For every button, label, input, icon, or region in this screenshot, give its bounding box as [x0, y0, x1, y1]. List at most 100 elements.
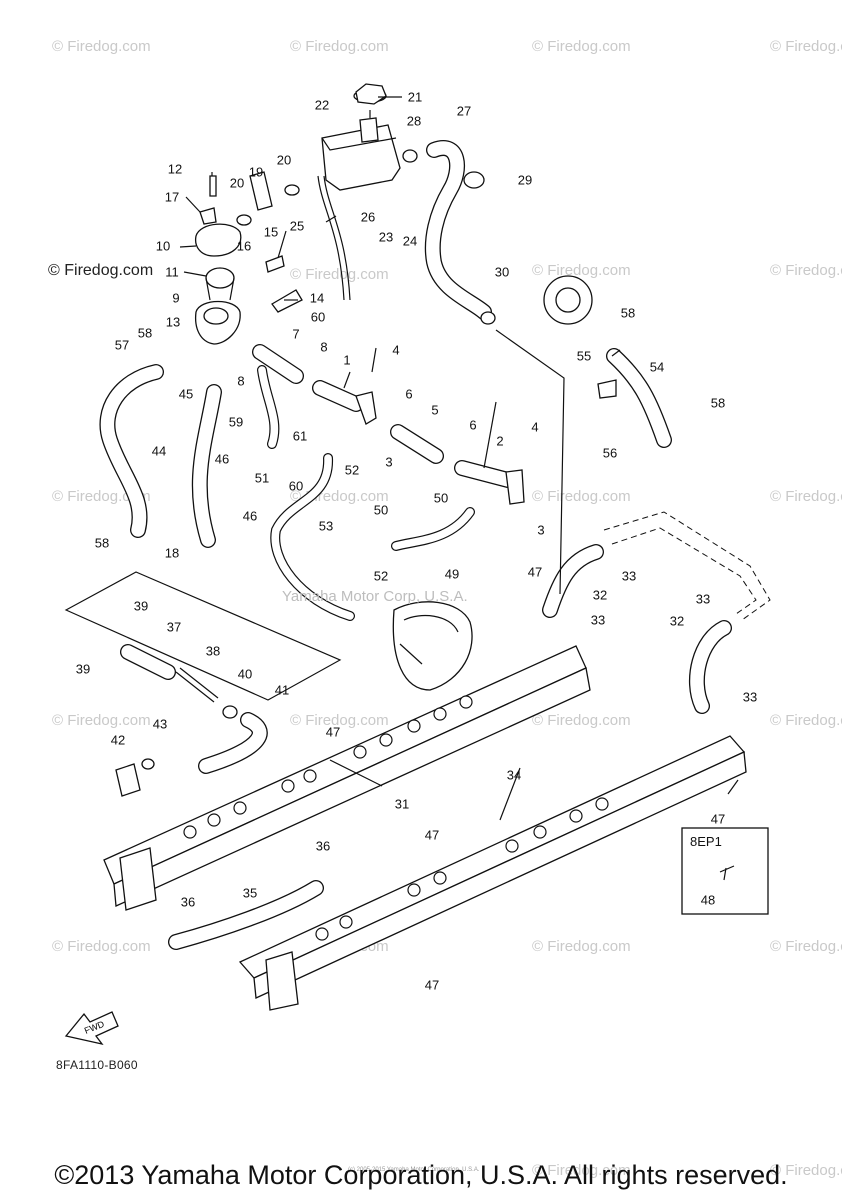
watermark: © Firedog.com	[770, 938, 842, 955]
inset-label-8ep1: 8EP1	[690, 834, 722, 849]
callout-11: 11	[165, 264, 179, 280]
callout-10: 10	[155, 238, 171, 254]
fwd-arrow-icon	[64, 1011, 119, 1046]
watermark: © Firedog.com	[770, 712, 842, 729]
watermark: © Firedog.com	[532, 488, 631, 505]
callout-2: 2	[496, 433, 504, 449]
callout-16: 16	[236, 238, 252, 254]
callout-18: 18	[164, 545, 180, 561]
leader-lines	[179, 96, 739, 821]
callout-54: 54	[649, 359, 665, 375]
watermark: © Firedog.com	[290, 266, 389, 283]
callout-34: 34	[506, 767, 522, 783]
callout-57: 57	[114, 337, 130, 353]
tiny-credit: (c) 2005-2015 Yamaha Motor Corporation, …	[348, 1167, 480, 1173]
callout-48: 48	[700, 892, 716, 908]
clamp-43	[141, 758, 155, 770]
callout-40: 40	[237, 666, 253, 682]
callout-3: 3	[537, 522, 545, 538]
callout-13: 13	[165, 314, 181, 330]
bracket-55	[597, 379, 617, 399]
callout-19: 19	[248, 164, 264, 180]
watermark: © Firedog.com	[52, 938, 151, 955]
callout-33: 33	[621, 568, 637, 584]
hose-42	[115, 763, 141, 797]
callout-33: 33	[590, 612, 606, 628]
callout-5: 5	[431, 402, 439, 418]
bolt-12	[209, 175, 217, 197]
callout-52: 52	[373, 568, 389, 584]
callout-36: 36	[315, 838, 331, 854]
callout-31: 31	[394, 796, 410, 812]
watermark: © Firedog.com	[52, 38, 151, 55]
callout-15: 15	[263, 224, 279, 240]
clamp-20b	[284, 184, 300, 196]
callout-59: 59	[228, 414, 244, 430]
callout-3: 3	[385, 454, 393, 470]
clamp-30	[480, 311, 496, 325]
callout-60: 60	[310, 309, 326, 325]
watermark: © Firedog.com	[532, 1162, 631, 1179]
callout-43: 43	[152, 716, 168, 732]
callout-51: 51	[254, 470, 270, 486]
fitting-15	[265, 255, 285, 273]
callout-58: 58	[710, 395, 726, 411]
callout-6: 6	[469, 417, 477, 433]
callout-24: 24	[402, 233, 418, 249]
heat-exchanger-34	[238, 735, 747, 1011]
copyright-footer: ©2013 Yamaha Motor Corporation, U.S.A. A…	[54, 1160, 788, 1190]
callout-6: 6	[405, 386, 413, 402]
pipe-19	[249, 171, 273, 211]
inset-frame-left	[64, 571, 342, 701]
callout-60: 60	[288, 478, 304, 494]
callout-20: 20	[229, 175, 245, 191]
callout-46: 46	[242, 508, 258, 524]
callout-58: 58	[620, 305, 636, 321]
callout-47: 47	[424, 827, 440, 843]
callout-58: 58	[137, 325, 153, 341]
callout-47: 47	[527, 564, 543, 580]
watermark: © Firedog.com	[290, 38, 389, 55]
callout-32: 32	[592, 587, 608, 603]
watermark: © Firedog.com	[532, 262, 631, 279]
callout-42: 42	[110, 732, 126, 748]
watermark: © Firedog.com	[52, 712, 151, 729]
callout-44: 44	[151, 443, 167, 459]
callout-47: 47	[424, 977, 440, 993]
watermark-highlight: © Firedog.com	[48, 262, 154, 279]
callout-4: 4	[392, 342, 400, 358]
water-pump	[392, 601, 473, 691]
callout-4: 4	[531, 419, 539, 435]
callout-29: 29	[517, 172, 533, 188]
callout-1: 1	[343, 352, 351, 368]
callout-58: 58	[94, 535, 110, 551]
callout-20: 20	[276, 152, 292, 168]
callout-32: 32	[669, 613, 685, 629]
callout-23: 23	[378, 229, 394, 245]
callout-38: 38	[205, 643, 221, 659]
clamp-20	[236, 214, 252, 226]
coolant-reservoir	[321, 83, 401, 191]
callout-30: 30	[494, 264, 510, 280]
watermark: © Firedog.com	[770, 38, 842, 55]
callout-46: 46	[214, 451, 230, 467]
callout-21: 21	[407, 89, 423, 105]
callout-55: 55	[576, 348, 592, 364]
hose-27	[424, 140, 492, 320]
tube-25	[317, 175, 345, 301]
routing-33	[603, 511, 771, 621]
callout-50: 50	[433, 490, 449, 506]
callout-56: 56	[602, 445, 618, 461]
thermostat-housing	[194, 223, 242, 345]
callout-36: 36	[180, 894, 196, 910]
callout-39: 39	[75, 661, 91, 677]
callout-9: 9	[172, 290, 180, 306]
callout-61: 61	[292, 428, 308, 444]
callout-8: 8	[320, 339, 328, 355]
callout-41: 41	[274, 682, 290, 698]
callout-17: 17	[164, 189, 180, 205]
callout-22: 22	[314, 97, 330, 113]
clamp-40	[222, 705, 238, 719]
